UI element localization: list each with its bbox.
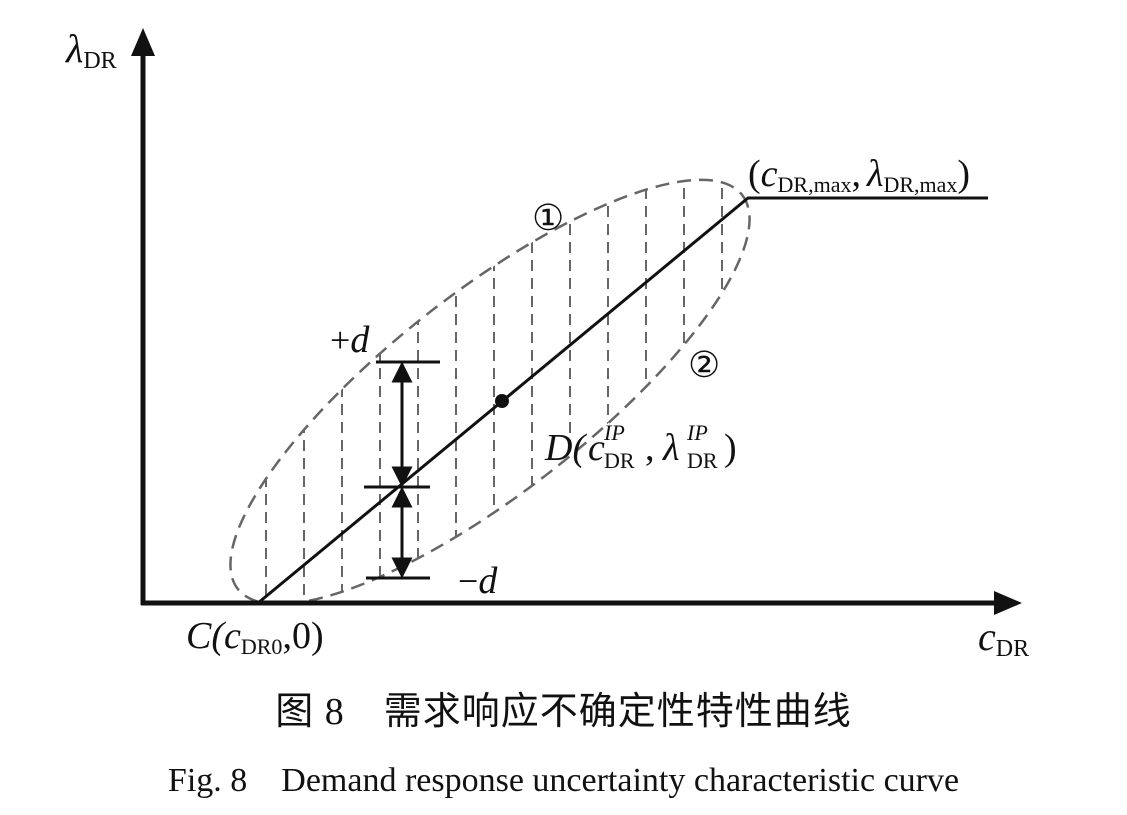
svg-text:): ) — [724, 427, 737, 469]
x-axis-label: cDR — [978, 614, 1029, 662]
caption-english: Fig. 8 Demand response uncertainty chara… — [167, 762, 960, 799]
y-axis-arrow — [131, 28, 155, 56]
minus-d-label: −d — [458, 560, 498, 602]
svg-text:DR: DR — [604, 448, 635, 473]
region-1-marker: ① — [532, 198, 564, 238]
svg-text:DR: DR — [687, 448, 718, 473]
caption-chinese: 图 8 需求响应不确定性特性曲线 — [275, 691, 852, 733]
y-axis-label: λDR — [65, 26, 117, 74]
svg-text:D(: D( — [544, 427, 587, 469]
point-D-label: D( c IP DR , λ IP DR ) — [544, 420, 737, 473]
uncertainty-diagram: λDR cDR C(cDR0,0) (cDR,max,λDR,max) D( c… — [65, 26, 1029, 662]
svg-text:c: c — [588, 427, 605, 469]
uncertainty-hatching — [189, 170, 799, 603]
point-C-label: C(cDR0,0) — [186, 615, 324, 659]
region-2-marker: ② — [688, 345, 720, 385]
svg-text:λ: λ — [662, 427, 679, 469]
svg-text:IP: IP — [686, 420, 708, 445]
point-max-label: (cDR,max,λDR,max) — [748, 153, 970, 197]
svg-text:,: , — [645, 427, 655, 469]
characteristic-curve — [257, 196, 988, 605]
x-axis-arrow — [994, 591, 1022, 615]
svg-text:IP: IP — [603, 420, 625, 445]
plus-d-label: +d — [330, 319, 370, 361]
point-D-marker — [495, 394, 509, 408]
uncertainty-ellipse — [229, 178, 751, 606]
